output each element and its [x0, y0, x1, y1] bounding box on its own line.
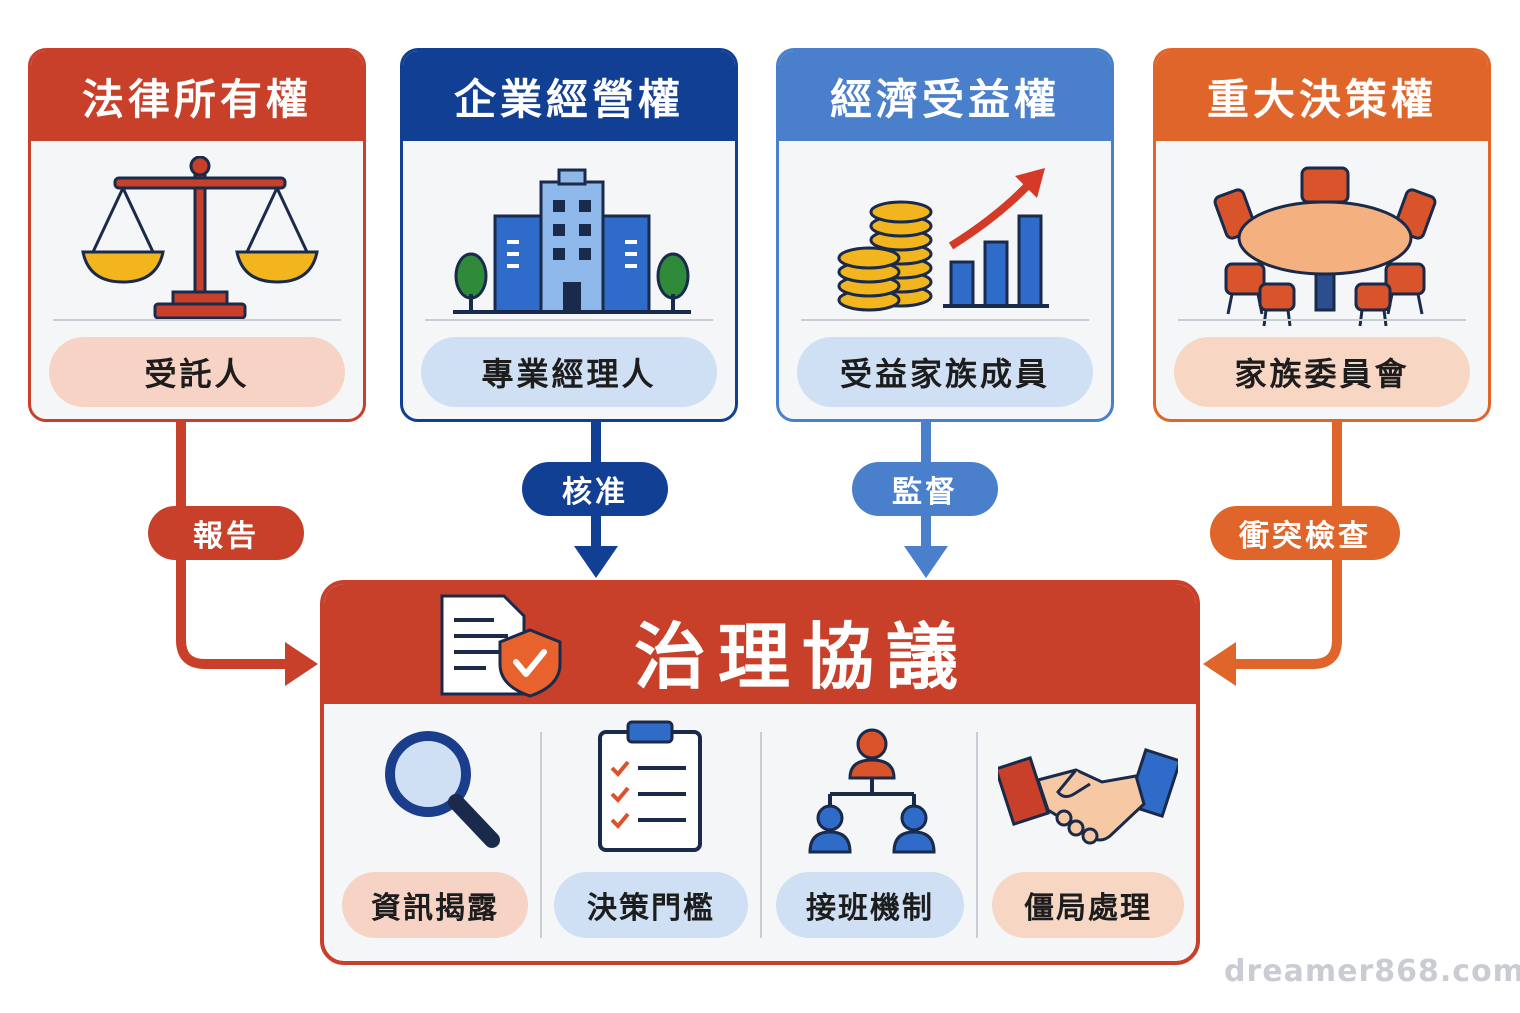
agreement-item-deadlock: 僵局處理	[992, 872, 1184, 938]
card-title: 重大決策權	[1156, 51, 1488, 141]
card-title: 經濟受益權	[779, 51, 1111, 141]
scales-icon	[81, 156, 319, 320]
succession-org-icon	[808, 728, 936, 854]
handshake-icon	[998, 747, 1178, 845]
card-divider	[1178, 319, 1466, 321]
card-role-pill: 受託人	[49, 337, 345, 407]
card-major-decision: 重大決策權 家族委員會	[1153, 48, 1491, 422]
agreement-header: 治理協議	[324, 584, 1196, 704]
connector-label-supervise: 監督	[852, 462, 998, 516]
connector-approve-arrowhead	[574, 546, 618, 578]
card-divider	[801, 319, 1089, 321]
section-divider	[976, 732, 978, 938]
connector-label-approve: 核准	[522, 462, 668, 516]
connector-conflict-line	[1230, 422, 1342, 669]
office-building-icon	[453, 168, 691, 314]
agreement-title: 治理協議	[634, 615, 971, 699]
connector-label-report: 報告	[148, 506, 304, 560]
agreement-item-decision-threshold: 決策門檻	[554, 872, 748, 938]
checklist-icon	[598, 720, 702, 852]
card-divider	[425, 319, 713, 321]
card-divider	[53, 319, 341, 321]
watermark: dreamer868.com	[1224, 954, 1520, 989]
card-business-management: 企業經營權 專業經理人	[400, 48, 738, 422]
section-divider	[540, 732, 542, 938]
connector-label-conflict-check: 衝突檢查	[1210, 506, 1400, 560]
connector-supervise-arrowhead	[904, 546, 948, 578]
card-role-pill: 家族委員會	[1174, 337, 1470, 407]
section-divider	[760, 732, 762, 938]
card-legal-ownership: 法律所有權 受託人	[28, 48, 366, 422]
card-role-pill: 受益家族成員	[797, 337, 1093, 407]
connector-conflict-arrowhead	[1203, 642, 1236, 686]
connector-report-line	[176, 422, 290, 669]
card-economic-benefit: 經濟受益權 受益家族成員	[776, 48, 1114, 422]
magnifier-icon	[385, 731, 500, 848]
card-title: 企業經營權	[403, 51, 735, 141]
agreement-item-disclosure: 資訊揭露	[342, 872, 528, 938]
governance-agreement-box: 治理協議 資訊揭露 決策門檻 接班機制	[320, 580, 1200, 965]
document-shield-icon	[440, 594, 562, 698]
round-table-icon	[1213, 166, 1437, 327]
coins-growth-chart-icon	[837, 168, 1049, 312]
card-title: 法律所有權	[31, 51, 363, 141]
agreement-item-succession: 接班機制	[776, 872, 964, 938]
connector-report-arrowhead	[285, 642, 318, 686]
card-role-pill: 專業經理人	[421, 337, 717, 407]
